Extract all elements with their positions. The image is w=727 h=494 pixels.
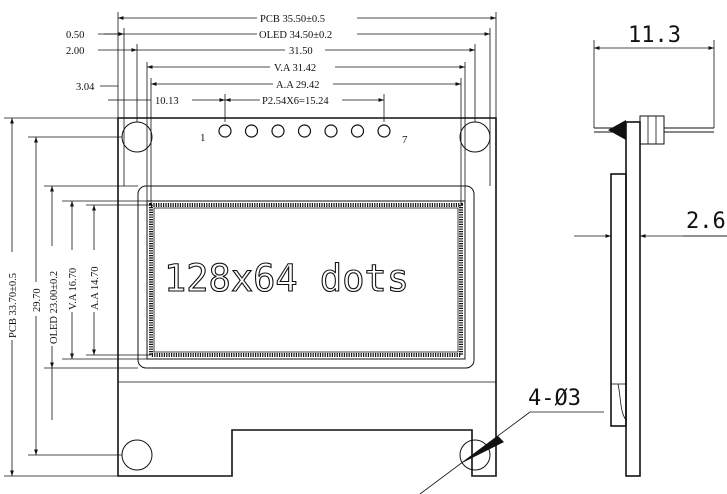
pin-hole — [244, 124, 259, 138]
side-view: 11.3 2.6 4-Ø3 — [419, 23, 727, 494]
active-area — [149, 203, 463, 357]
mounting-hole-bottom-right — [459, 439, 491, 471]
pin-hole — [297, 124, 312, 138]
pin-first-label: 1 — [200, 132, 206, 144]
dim-pin-pitch: P2.54X6=15.24 — [262, 96, 329, 107]
pin-hole — [377, 124, 391, 138]
dim-pcb-height: PCB 33.70±0.5 — [8, 273, 19, 338]
mounting-hole-bottom-left — [121, 439, 153, 471]
screen-resolution-label: 128x64 dots — [164, 257, 409, 300]
vertical-dimensions: PCB 33.70±0.5 29.70 OLED 23.00±0.2 V.A 1… — [4, 117, 232, 477]
dim-thickness: 2.6 — [686, 209, 726, 234]
mounting-hole-top-right — [459, 121, 491, 153]
dim-offset-304: 3.04 — [76, 82, 95, 93]
dim-pin-length: 11.3 — [628, 23, 681, 48]
dim-aa-width: A.A 29.42 — [276, 80, 319, 91]
dim-offset-050: 0.50 — [66, 30, 84, 41]
dim-va-width: V.A 31.42 — [274, 63, 316, 74]
dim-va-height: V.A 16.70 — [68, 268, 79, 310]
mounting-holes-callout: 4-Ø3 — [528, 386, 581, 411]
pin-last-label: 7 — [402, 134, 408, 146]
dim-pcb-width: PCB 35.50±0.5 — [260, 14, 325, 25]
mounting-hole-top-left — [121, 121, 153, 153]
pin-hole — [271, 124, 285, 138]
viewing-area — [146, 200, 466, 360]
dim-hole-spacing-vertical: 29.70 — [32, 288, 43, 312]
dim-offset-1013: 10.13 — [155, 96, 179, 107]
dim-oled-height: OLED 23.00±0.2 — [49, 271, 60, 344]
oled-glass-outline — [137, 185, 475, 369]
dim-offset-200: 2.00 — [66, 46, 84, 57]
dim-oled-width: OLED 34.50±0.2 — [259, 30, 332, 41]
pin-hole — [324, 124, 338, 138]
pin-hole — [218, 124, 232, 138]
dim-pin-span: 31.50 — [289, 46, 313, 57]
dim-aa-height: A.A 14.70 — [90, 267, 101, 310]
horizontal-dimensions: PCB 35.50±0.5 OLED 34.50±0.2 31.50 V.A 3… — [66, 12, 497, 205]
pin-header-holes — [218, 124, 391, 138]
pin-hole — [350, 124, 365, 138]
